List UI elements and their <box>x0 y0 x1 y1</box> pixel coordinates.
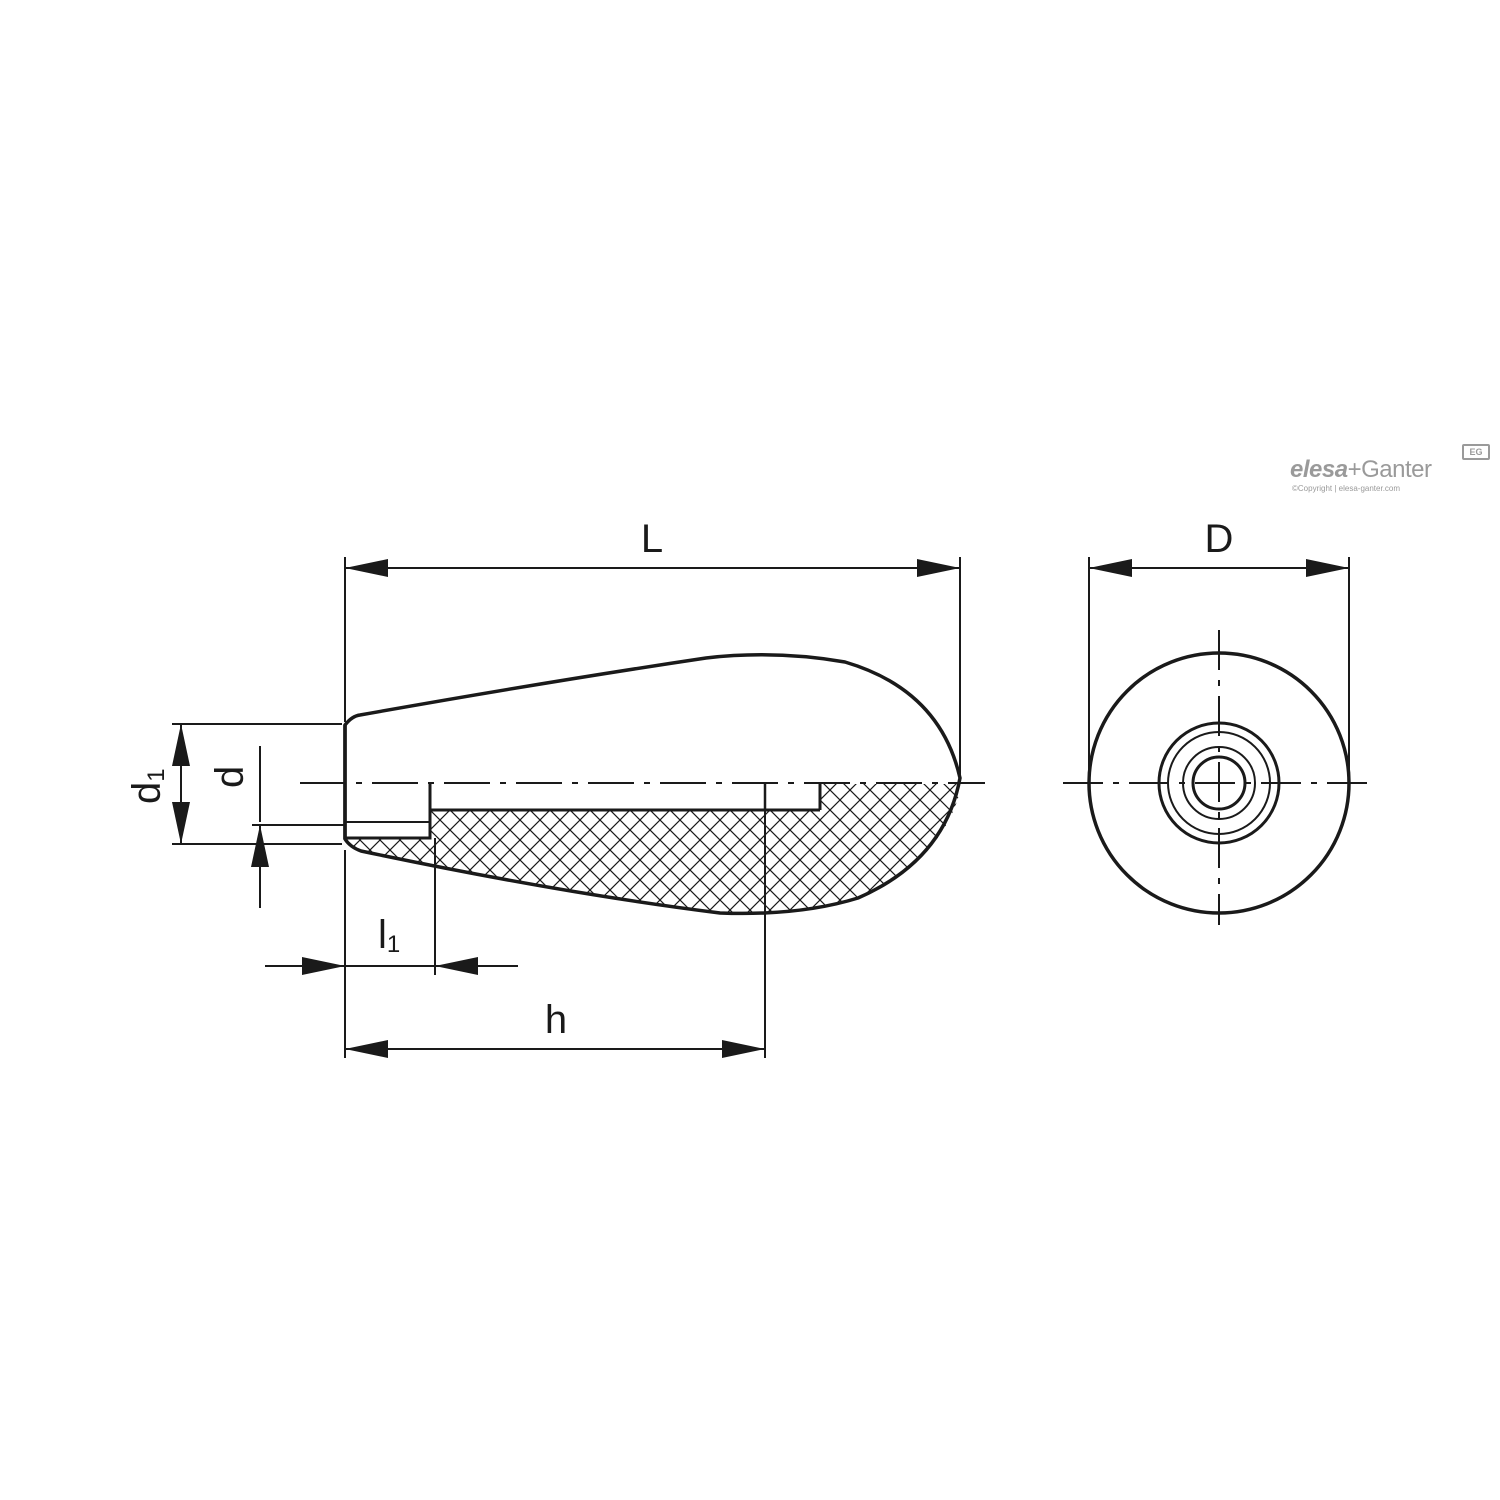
knob-end-view <box>1063 630 1372 925</box>
logo-copyright: ©Copyright | elesa-ganter.com <box>1292 484 1401 493</box>
knob-side-view <box>300 653 985 916</box>
dimension-h: h <box>344 810 766 1058</box>
label-D: D <box>1205 517 1234 561</box>
knob-section-hatch <box>345 784 962 914</box>
label-L: L <box>641 517 663 561</box>
label-h: h <box>545 998 567 1042</box>
bore-outline <box>345 784 432 840</box>
dimension-D: D <box>1088 517 1350 780</box>
knob-bore <box>345 784 765 838</box>
dimension-L: L <box>344 517 961 780</box>
label-d: d <box>208 766 252 788</box>
logo-wordmark: elesa+Ganter <box>1290 456 1432 483</box>
logo-badge: EG <box>1462 444 1490 460</box>
dimension-d: d <box>208 746 345 908</box>
label-d1: d1 <box>125 768 170 804</box>
dimension-l1: l1 <box>265 838 518 975</box>
elesa-ganter-logo: EG elesa+Ganter ©Copyright | elesa-gante… <box>1290 444 1500 500</box>
label-l1: l1 <box>378 913 400 958</box>
